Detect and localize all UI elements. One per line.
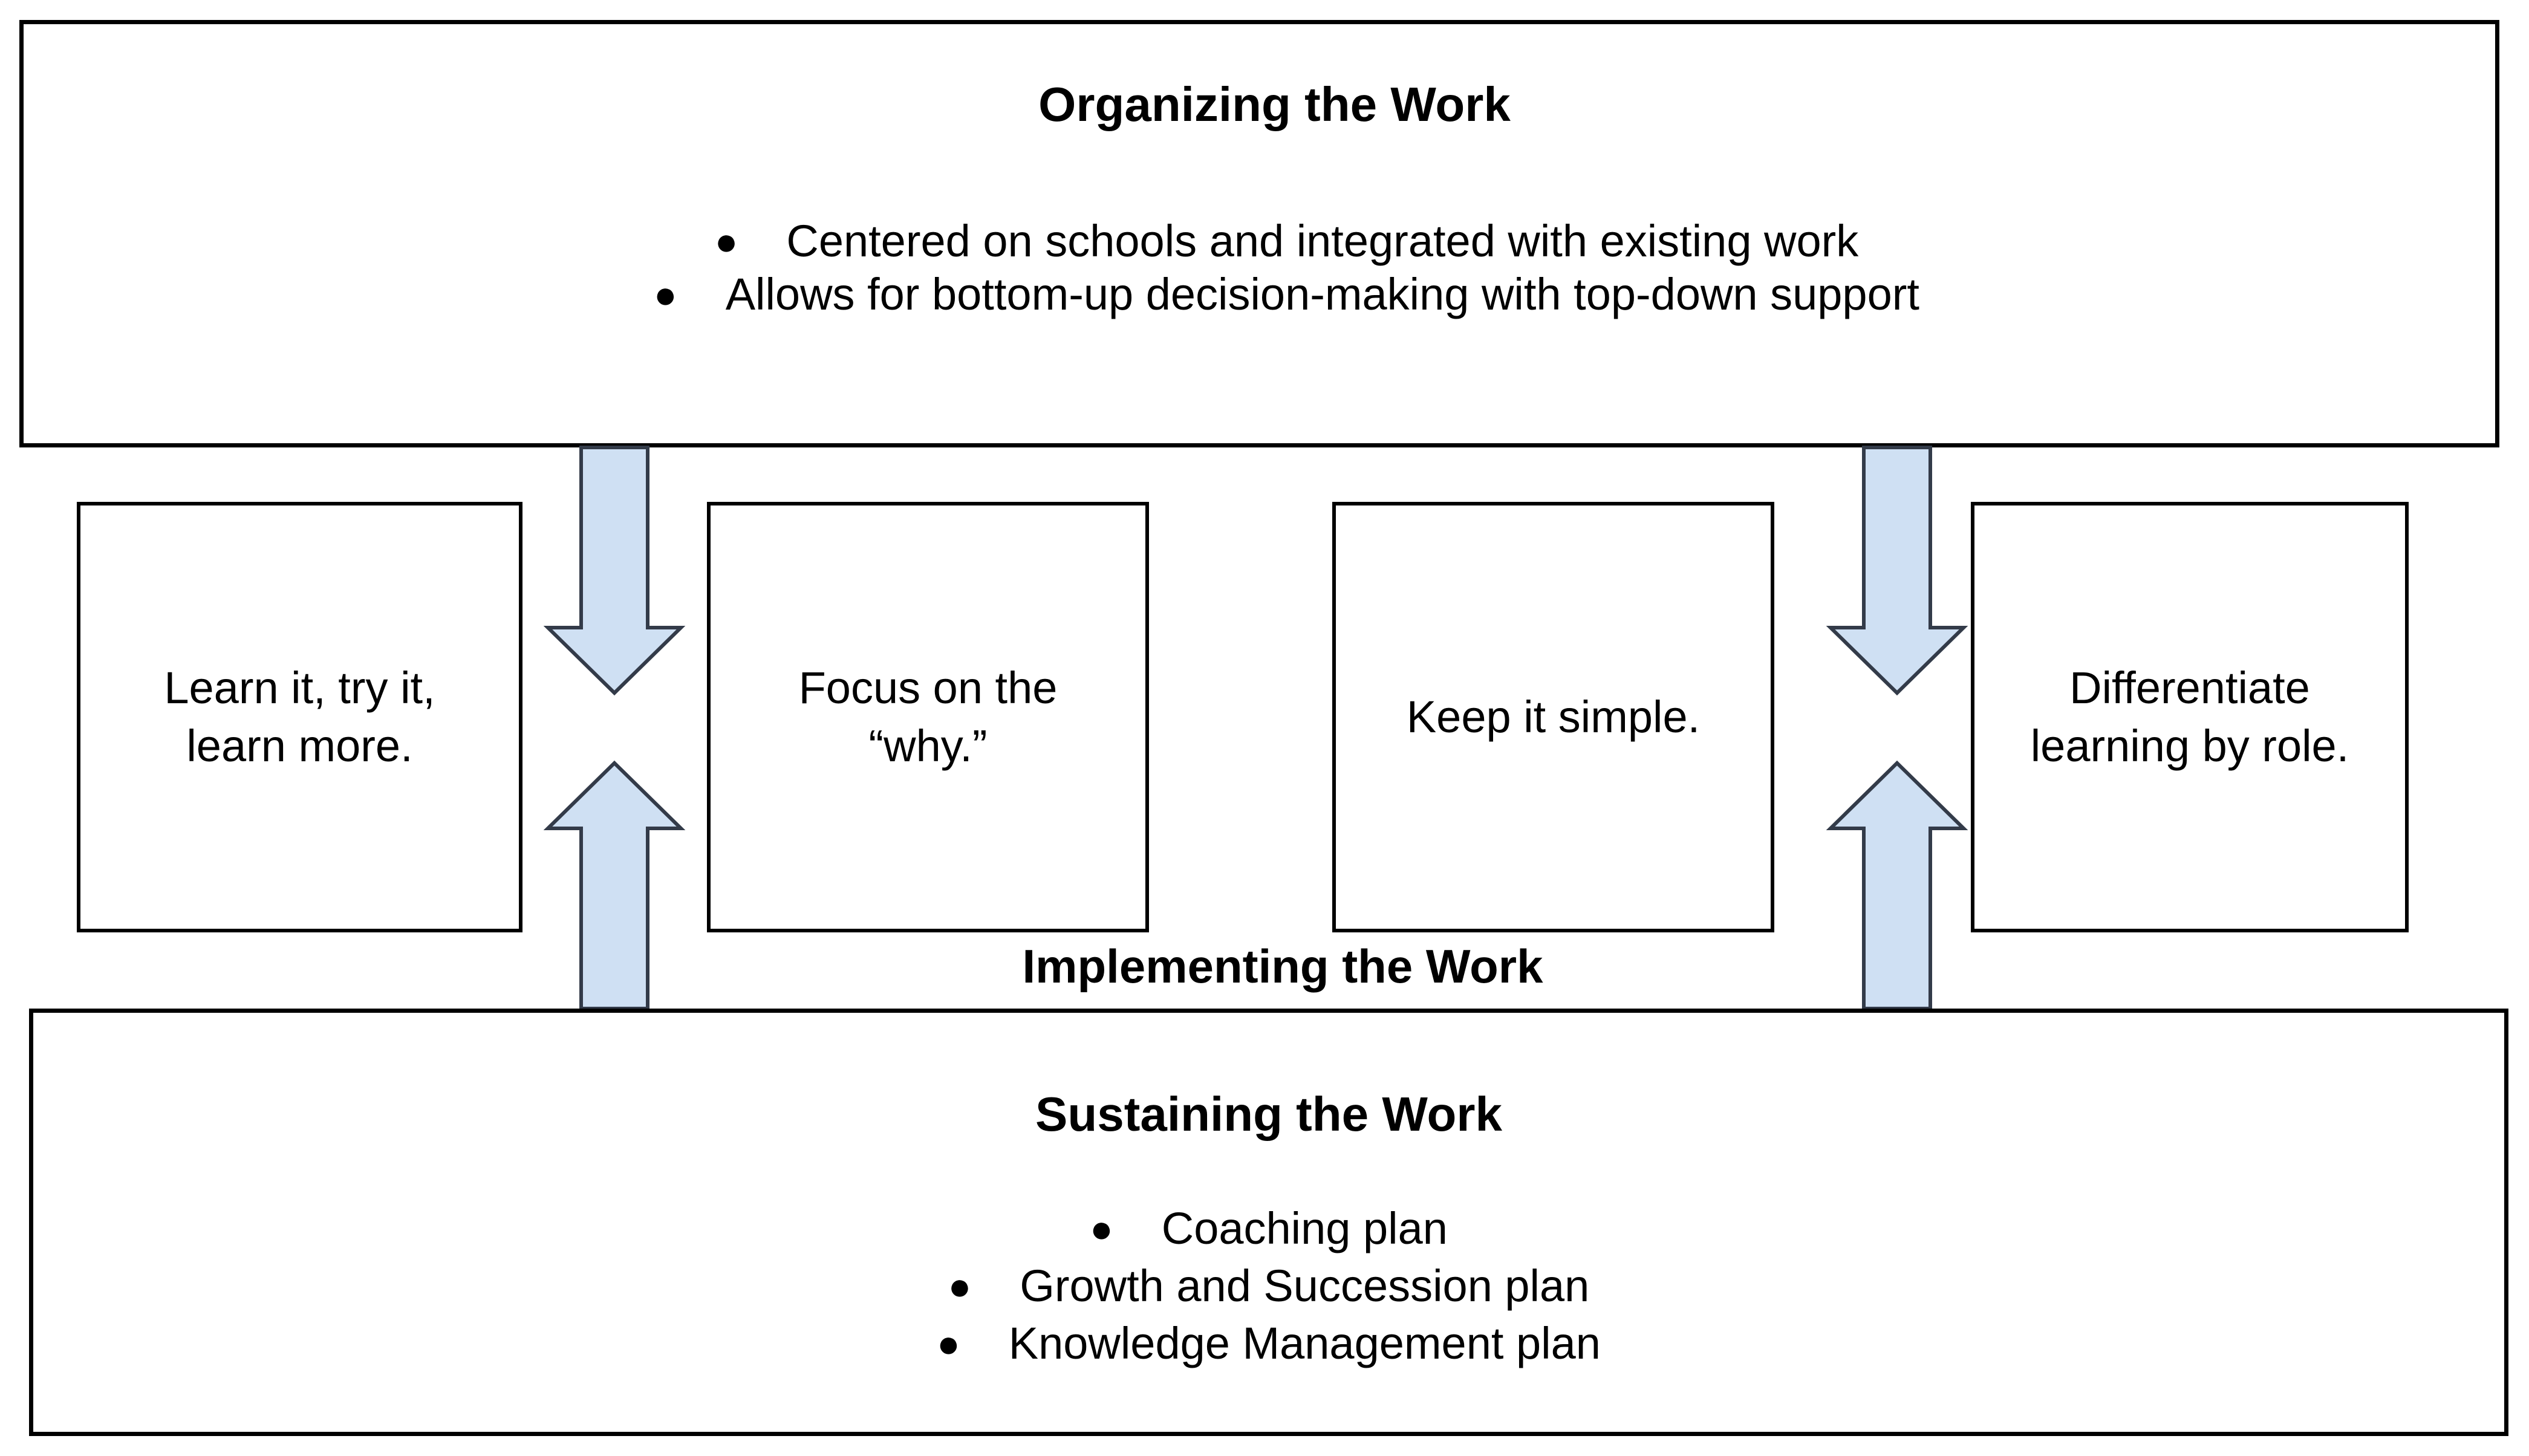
principle-text: Keep it simple.	[1406, 692, 1701, 742]
bullet-icon: ●	[937, 1321, 960, 1365]
bullet-icon: ●	[654, 273, 677, 316]
principle-text: Learn it, try it, learn more.	[164, 663, 435, 771]
sustaining-bullet-list: ● Coaching plan ● Growth and Succession …	[33, 1200, 2504, 1372]
principle-box-differentiate: Differentiate learning by role.	[1971, 502, 2409, 932]
bullet-icon: ●	[1090, 1206, 1113, 1250]
principle-box-learn-it: Learn it, try it, learn more.	[77, 502, 522, 932]
organizing-title: Organizing the Work	[1038, 77, 1511, 131]
list-item: ● Growth and Succession plan	[33, 1257, 2504, 1315]
principle-box-keep-it-simple: Keep it simple.	[1332, 502, 1774, 932]
principle-text: Focus on the “why.”	[798, 663, 1058, 771]
list-item: ● Centered on schools and integrated wit…	[78, 215, 2495, 268]
bullet-text: Coaching plan	[1161, 1203, 1448, 1253]
list-item: ● Allows for bottom-up decision-making w…	[78, 268, 2495, 321]
organizing-the-work-box: Organizing the Work ● Centered on school…	[19, 20, 2499, 447]
down-arrow-right	[1826, 446, 1968, 696]
list-item: ● Knowledge Management plan	[33, 1315, 2504, 1372]
bullet-text: Allows for bottom-up decision-making wit…	[725, 269, 1919, 319]
bullet-text: Centered on schools and integrated with …	[786, 216, 1859, 266]
down-arrow-left	[543, 446, 686, 696]
bullet-icon: ●	[948, 1264, 972, 1308]
list-item: ● Coaching plan	[33, 1200, 2504, 1257]
bullet-text: Growth and Succession plan	[1020, 1261, 1590, 1311]
principle-box-focus-on-why: Focus on the “why.”	[707, 502, 1149, 932]
organizing-bullet-list: ● Centered on schools and integrated wit…	[24, 215, 2495, 321]
bullet-text: Knowledge Management plan	[1008, 1318, 1601, 1368]
down-arrow-shape	[1826, 446, 1968, 696]
principle-text: Differentiate learning by role.	[2030, 663, 2349, 771]
down-arrow-shape	[543, 446, 686, 696]
sustaining-title: Sustaining the Work	[1035, 1087, 1502, 1141]
implementing-label: Implementing the Work	[1022, 940, 1543, 993]
sustaining-the-work-box: Sustaining the Work ● Coaching plan ● Gr…	[29, 1009, 2508, 1436]
bullet-icon: ●	[714, 219, 738, 263]
